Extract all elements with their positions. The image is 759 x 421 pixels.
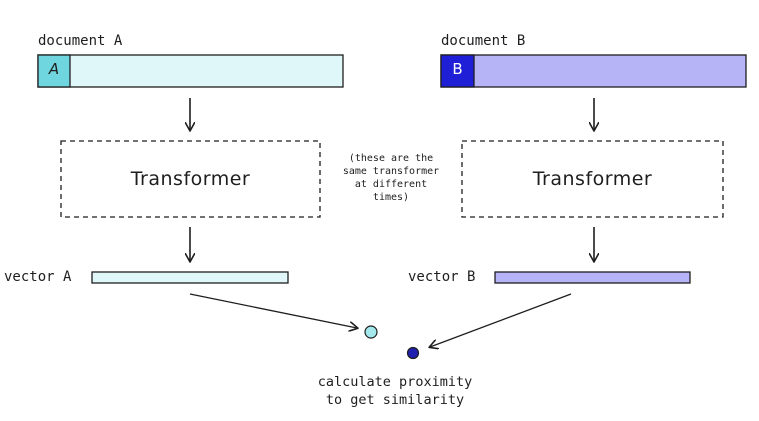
transformer-b-title: Transformer	[532, 168, 653, 190]
document-a-label: document A	[38, 33, 123, 49]
transformer-b-box	[461, 140, 724, 218]
document-b-badge	[440, 54, 475, 88]
document-a-badge	[37, 54, 71, 88]
point-b	[406, 346, 420, 360]
arrow-vector-b-to-point	[430, 293, 572, 347]
arrow-vector-a-to-point	[189, 293, 357, 328]
document-b-badge-letter: B	[452, 60, 463, 78]
proximity-caption: calculate proximity to get similarity	[282, 373, 508, 409]
vector-a-bar	[91, 271, 289, 284]
same-transformer-note: (these are the same transformer at diffe…	[342, 153, 440, 203]
document-a-bar	[37, 54, 344, 88]
document-a-badge-letter: A	[48, 60, 60, 78]
transformer-a-title: Transformer	[130, 168, 251, 190]
vector-a-label: vector A	[4, 269, 72, 285]
transformer-a-box	[60, 140, 321, 218]
point-a	[364, 325, 378, 339]
document-b-label: document B	[441, 33, 526, 49]
vector-b-label: vector B	[408, 269, 476, 285]
document-b-bar	[440, 54, 747, 88]
vector-b-bar	[494, 271, 691, 284]
proximity-caption-line-2: to get similarity	[325, 392, 465, 408]
proximity-caption-line-1: calculate proximity	[317, 374, 473, 390]
